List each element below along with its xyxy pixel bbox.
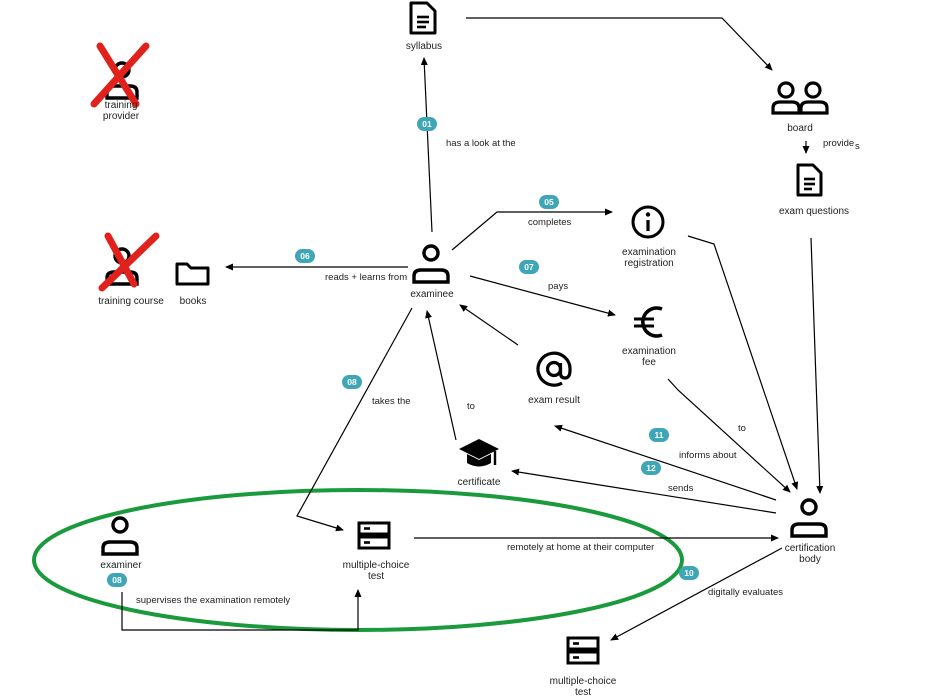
node-training-provider: training provider — [102, 100, 140, 122]
edge-examinee-fee — [469, 275, 616, 317]
step-badge-10: 10 — [679, 566, 699, 580]
server-icon — [357, 521, 391, 550]
step-badge-05: 05 — [539, 195, 559, 209]
node-mc-test-remote: multiple-choice test — [342, 560, 410, 582]
edge-registration-certbody — [687, 235, 799, 490]
step-badge-08: 08 — [107, 573, 127, 587]
edge-examiner-mctest — [121, 589, 362, 631]
step-badge-01: 01 — [417, 117, 437, 131]
edges — [121, 17, 824, 641]
edge-label-pays: pays — [548, 281, 569, 292]
step-badge-08: 08 — [342, 375, 362, 389]
node-exam-questions: exam questions — [778, 206, 850, 217]
red-x-icon — [90, 42, 150, 108]
node-board: board — [787, 123, 813, 134]
edge-label-remotely: remotely at home at their computer — [507, 542, 655, 553]
person-icon — [790, 498, 828, 538]
edge-fee-certbody — [667, 378, 791, 493]
edge-certbody-mctest-eval — [610, 547, 783, 641]
edge-label-completes: completes — [528, 217, 572, 228]
edge-label-reads-learns: reads + learns from — [325, 272, 408, 283]
edge-examquestions-certbody — [810, 237, 824, 494]
edge-label-has-a-look: has a look at the — [446, 138, 516, 149]
node-exam-result: exam result — [528, 395, 580, 406]
edge-label-supervises: supervises the examination remotely — [136, 595, 291, 606]
node-examiner: examiner — [100, 560, 142, 571]
edge-label-sends: sends — [668, 483, 694, 494]
person-icon — [101, 516, 139, 556]
node-syllabus: syllabus — [405, 41, 443, 52]
step-badge-11: 11 — [649, 428, 669, 442]
node-books: books — [179, 296, 207, 307]
edge-examinee-mctest — [296, 307, 413, 532]
document-icon — [409, 1, 437, 35]
graduation-cap-icon — [459, 439, 499, 467]
edge-label-provides: provide — [823, 138, 855, 149]
person-icon — [412, 244, 450, 284]
node-examinee: examinee — [410, 289, 454, 300]
step-badge-06: 06 — [295, 249, 315, 263]
step-badge-07: 07 — [519, 260, 539, 274]
edge-certificate-examinee — [425, 310, 457, 441]
node-training-course: training course — [98, 296, 164, 307]
edge-label-provides-tail: s — [855, 141, 860, 152]
edge-label-informs-about: informs about — [679, 450, 737, 461]
edge-label-to-fee: to — [738, 423, 746, 434]
edge-certbody-certificate — [511, 468, 777, 514]
edge-examinee-syllabus — [420, 57, 433, 233]
edge-label-to-certificate: to — [467, 401, 475, 412]
at-icon — [536, 351, 572, 387]
red-x-icon — [98, 232, 160, 292]
edge-syllabus-board — [466, 17, 773, 71]
group-icon — [771, 81, 829, 115]
edge-examinee-registration — [451, 208, 613, 251]
node-certificate: certificate — [457, 477, 501, 488]
euro-icon — [634, 306, 663, 338]
edge-certbody-examresult — [554, 424, 777, 501]
node-mc-test-eval: multiple-choice test — [549, 676, 617, 698]
edge-label-digitally-evaluates: digitally evaluates — [708, 587, 783, 598]
edge-examresult-examinee — [459, 304, 519, 346]
node-examination-fee: examination fee — [622, 346, 676, 368]
info-icon — [631, 205, 665, 239]
folder-icon — [175, 262, 210, 286]
document-icon — [796, 163, 823, 197]
node-certification-body: certification body — [784, 543, 836, 565]
step-badge-12: 12 — [641, 461, 661, 475]
node-examination-registration: examination registration — [622, 247, 676, 269]
server-icon — [566, 636, 600, 665]
edge-label-takes-the: takes the — [372, 396, 411, 407]
